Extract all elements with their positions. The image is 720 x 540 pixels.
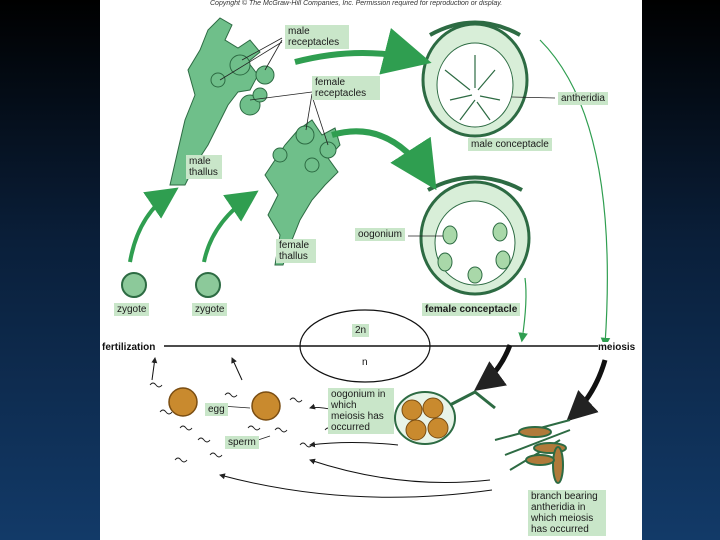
male-conceptacle-drawing	[423, 23, 527, 137]
male-thallus-label: male thallus	[186, 155, 222, 179]
female-conceptacle-label: female conceptacle	[422, 303, 520, 316]
fertilization-label: fertilization	[102, 342, 155, 353]
female-thallus-label: female thallus	[276, 239, 316, 263]
zygote-cell-1	[122, 273, 146, 297]
male-receptacles-label: male receptacles	[285, 25, 349, 49]
diagram-panel: Copyright © The McGraw-Hill Companies, I…	[100, 0, 642, 540]
zygote-label-2: zygote	[192, 303, 227, 316]
egg-cell-2	[252, 392, 280, 420]
male-conceptacle-label: male conceptacle	[468, 138, 552, 151]
antheridia-branch-drawing	[495, 420, 570, 483]
oogonium-meiosis-label: oogonium in which meiosis has occurred	[328, 388, 394, 434]
meiosis-label: meiosis	[598, 342, 635, 353]
oogonium-drawing	[395, 392, 495, 444]
sperm-label: sperm	[225, 436, 259, 449]
egg-label: egg	[205, 403, 228, 416]
zygote-label-1: zygote	[114, 303, 149, 316]
egg-cell-1	[169, 388, 197, 416]
antheridia-label: antheridia	[558, 92, 608, 105]
oogonium-label: oogonium	[355, 228, 405, 241]
haploid-label: n	[362, 357, 368, 368]
diploid-label: 2n	[352, 324, 369, 337]
zygote-cell-2	[196, 273, 220, 297]
antheridia-branch-label: branch bearing antheridia in which meios…	[528, 490, 606, 536]
female-receptacles-label: female receptacles	[312, 76, 380, 100]
